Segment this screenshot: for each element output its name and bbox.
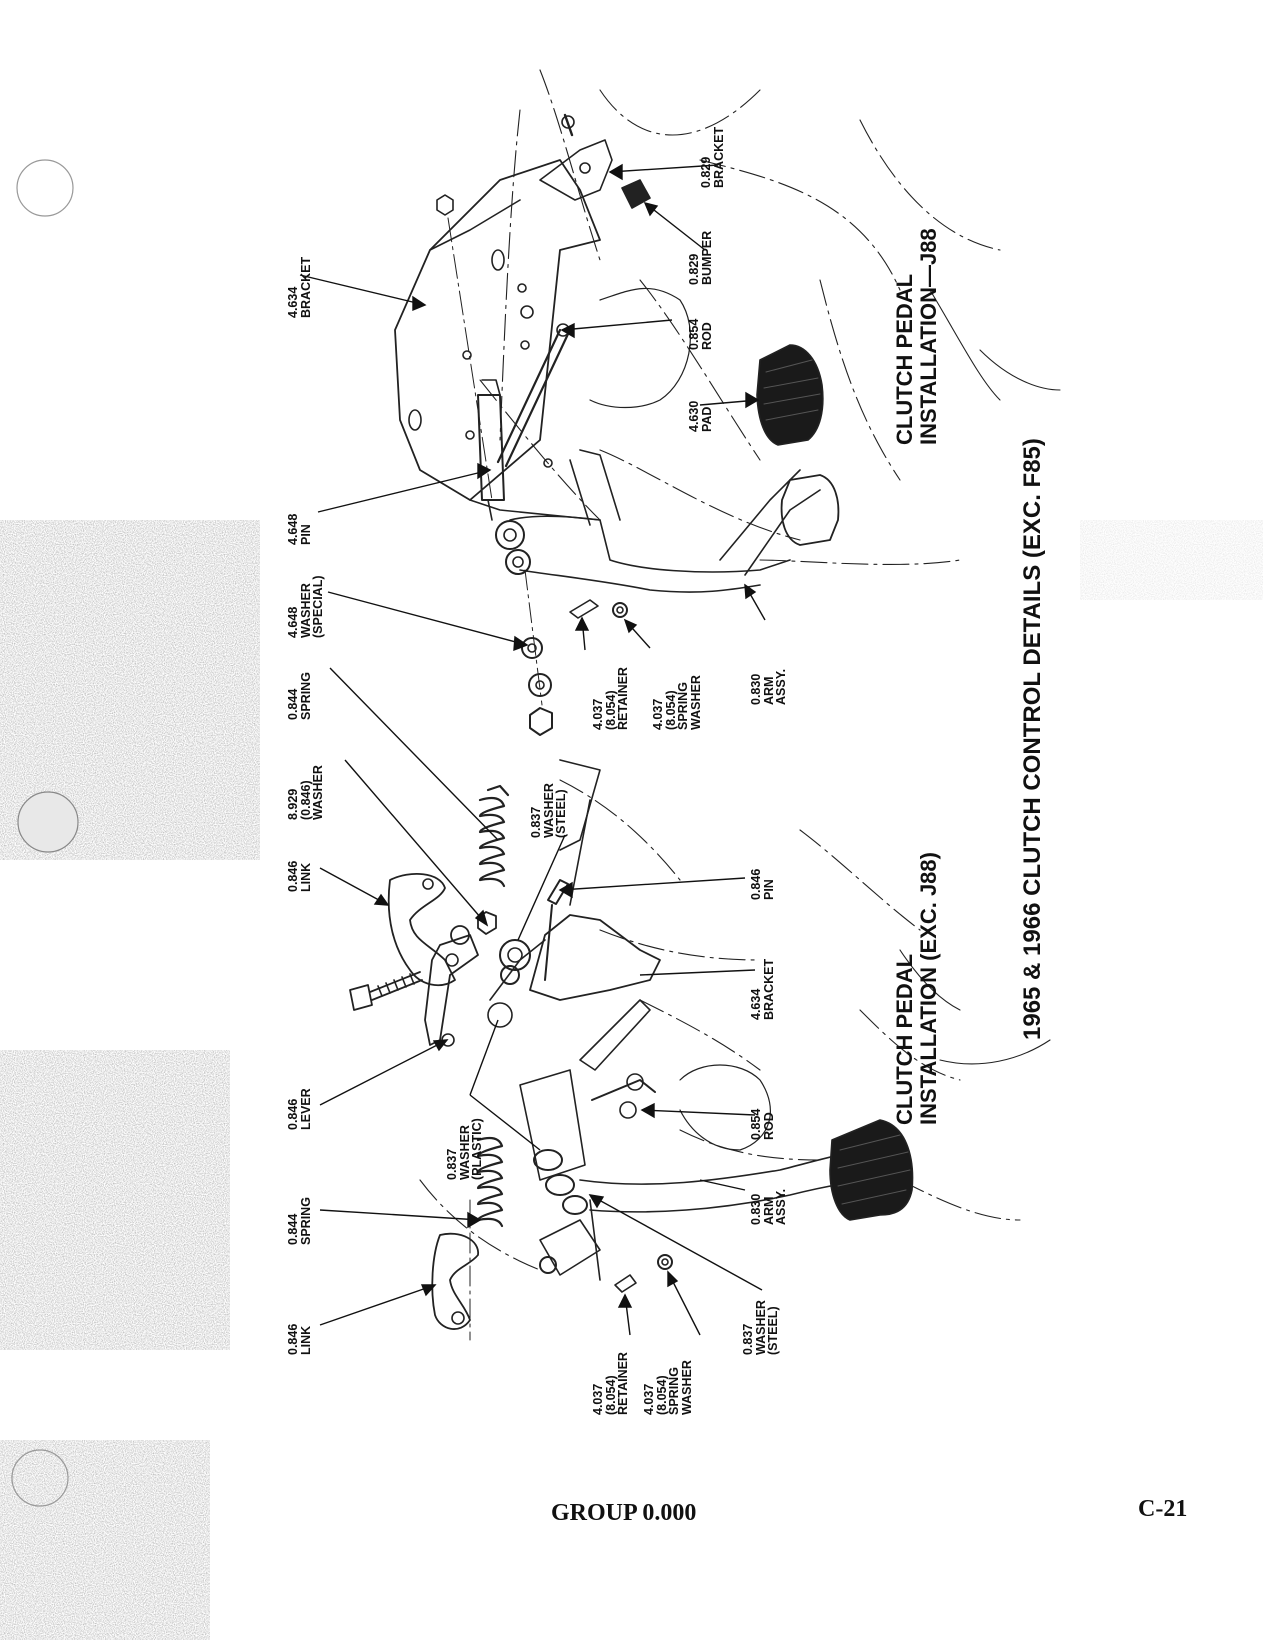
callout-8929-washer: 8.929 (0.846) WASHER	[286, 765, 325, 820]
heading-line: INSTALLATION (EXC. J88)	[916, 852, 941, 1125]
callout-line: 4.648	[286, 513, 300, 545]
callout-line: 0.844	[286, 1213, 300, 1245]
callout-0846-lever: 0.846 LEVER	[286, 1088, 313, 1130]
callout-line: BRACKET	[298, 256, 313, 318]
callout-line: 0.844	[286, 688, 300, 720]
callout-line: 0.830	[749, 673, 763, 705]
callout-0837-washer-plastic: 0.837 WASHER (PLASTIC)	[445, 1118, 484, 1180]
callout-0846-link-bottom: 0.846 LINK	[286, 1323, 313, 1355]
callout-line: ASSY.	[774, 668, 788, 705]
callout-line: 8.929	[286, 788, 300, 820]
callout-0844-spring-bottom: 0.844 SPRING	[286, 1197, 313, 1245]
callout-0830-arm-top: 0.830 ARM ASSY.	[749, 668, 788, 705]
top-assembly	[394, 69, 1061, 736]
callout-4630-pad: 4.630 PAD	[687, 400, 714, 432]
callout-line: WASHER	[311, 765, 325, 820]
callout-line: 0.829	[699, 156, 713, 188]
callout-line: BUMPER	[699, 230, 714, 285]
callout-line: 4.037	[591, 1383, 605, 1415]
callout-line: 4.037	[591, 698, 605, 730]
callout-4037-spring-washer-top: 4.037 (8.054) SPRING WASHER	[651, 675, 703, 730]
callout-line: (SPECIAL)	[311, 575, 325, 639]
callout-4037-retainer-bottom: 4.037 (8.054) RETAINER	[591, 1352, 630, 1415]
callout-0854-rod-bottom: 0.854 ROD	[749, 1108, 776, 1140]
callout-line: (STEEL)	[766, 1306, 780, 1355]
callout-4037-spring-washer-bottom: 4.037 (8.054) SPRING WASHER	[642, 1360, 694, 1415]
callout-line: ROD	[699, 322, 714, 350]
callout-0846-link-top: 0.846 LINK	[286, 860, 313, 892]
callout-4634-bracket-top: 4.634 BRACKET	[286, 256, 313, 318]
page-title-text: 1965 & 1966 CLUTCH CONTROL DETAILS (EXC.…	[1019, 438, 1046, 1040]
callout-line: SPRING	[298, 672, 313, 720]
callout-line: 0.837	[445, 1148, 459, 1180]
callout-4634-bracket-bottom: 4.634 BRACKET	[749, 958, 776, 1020]
page-title: 1965 & 1966 CLUTCH CONTROL DETAILS (EXC.…	[1019, 438, 1046, 1040]
callout-line: 0.846	[286, 1098, 300, 1130]
bottom-assembly	[349, 759, 1051, 1341]
callout-0854-rod-top: 0.854 ROD	[687, 318, 714, 350]
callout-line: PIN	[761, 879, 776, 900]
callout-4648-pin: 4.648 PIN	[286, 513, 313, 545]
callout-line: (PLASTIC)	[470, 1118, 484, 1180]
heading-line: CLUTCH PEDAL	[892, 273, 917, 445]
callout-line: ROD	[761, 1112, 776, 1140]
scan-noise	[0, 520, 1263, 1640]
footer-page-number: C-21	[1138, 1496, 1188, 1522]
callout-4648-washer-special: 4.648 WASHER (SPECIAL)	[286, 575, 325, 639]
callout-0844-spring-top: 0.844 SPRING	[286, 672, 313, 720]
callout-4037-retainer-top: 4.037 (8.054) RETAINER	[591, 667, 630, 730]
callout-line: 4.630	[687, 400, 701, 432]
callout-0846-pin: 0.846 PIN	[749, 868, 776, 900]
callout-line: 0.829	[687, 253, 701, 285]
callout-line: 0.854	[687, 318, 701, 350]
callout-line: 0.830	[749, 1193, 763, 1225]
callout-line: RETAINER	[616, 667, 630, 730]
binder-hole	[17, 791, 79, 853]
heading-installation-j88: CLUTCH PEDAL INSTALLATION—J88	[892, 228, 941, 445]
footer-group: GROUP 0.000	[551, 1500, 697, 1526]
callout-line: 0.846	[749, 868, 763, 900]
callout-line: 4.648	[286, 606, 300, 638]
callout-line: ASSY.	[774, 1188, 788, 1225]
callout-line: LEVER	[298, 1088, 313, 1130]
callout-line: SPRING	[298, 1197, 313, 1245]
callout-line: (STEEL)	[554, 789, 568, 838]
binder-hole	[11, 1449, 69, 1507]
heading-installation-exc-j88: CLUTCH PEDAL INSTALLATION (EXC. J88)	[892, 852, 941, 1125]
callout-line: 0.837	[741, 1323, 755, 1355]
callout-line: WASHER	[688, 675, 703, 730]
callout-line: 0.837	[529, 806, 543, 838]
callout-line: 0.854	[749, 1108, 763, 1140]
callout-line: 4.634	[286, 286, 300, 318]
callout-0837-washer-steel-bottom: 0.837 WASHER (STEEL)	[741, 1300, 780, 1355]
callout-line: SPRING	[676, 682, 690, 730]
callout-line: RETAINER	[616, 1352, 630, 1415]
callout-line: BRACKET	[711, 126, 726, 188]
heading-line: INSTALLATION—J88	[916, 228, 941, 445]
callout-line: PIN	[298, 524, 313, 545]
callout-line: 4.037	[642, 1383, 656, 1415]
heading-line: CLUTCH PEDAL	[892, 953, 917, 1125]
callout-0829-bracket: 0.829 BRACKET	[699, 126, 726, 188]
callout-line: PAD	[699, 406, 714, 432]
binder-hole	[16, 159, 74, 217]
callout-0837-washer-steel-top: 0.837 WASHER (STEEL)	[529, 783, 568, 838]
callout-line: LINK	[298, 862, 313, 892]
callout-line: 0.846	[286, 860, 300, 892]
callout-0829-bumper: 0.829 BUMPER	[687, 230, 714, 285]
leader-lines	[299, 163, 766, 1336]
callout-0830-arm-bottom: 0.830 ARM ASSY.	[749, 1188, 788, 1225]
callout-line: SPRING	[667, 1367, 681, 1415]
callout-line: BRACKET	[761, 958, 776, 1020]
callout-line: LINK	[298, 1325, 313, 1355]
callout-line: WASHER	[679, 1360, 694, 1415]
callout-line: 4.634	[749, 988, 763, 1020]
callout-line: 4.037	[651, 698, 665, 730]
callout-line: 0.846	[286, 1323, 300, 1355]
